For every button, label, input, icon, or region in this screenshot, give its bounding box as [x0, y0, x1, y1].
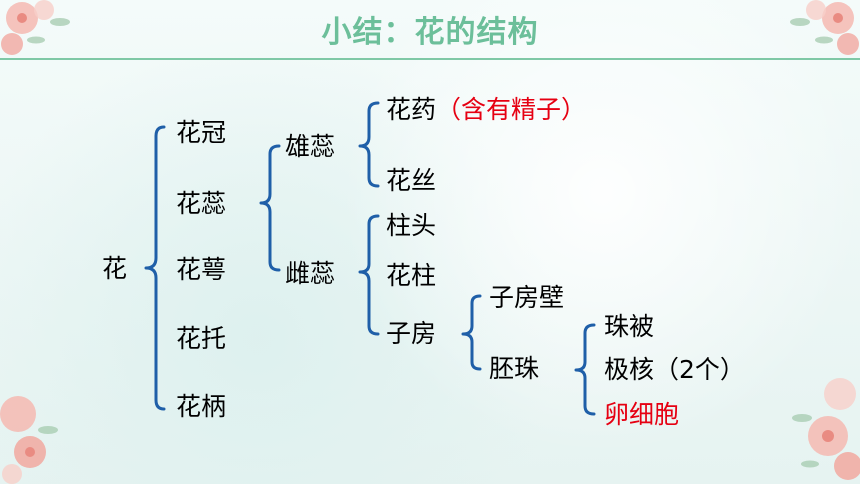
bracket-xiongrui	[358, 101, 380, 188]
bracket-zifang	[461, 294, 482, 371]
node-cirui: 雌蕊	[285, 259, 336, 288]
node-huabing: 花柄	[176, 392, 227, 421]
node-zifangbi: 子房壁	[489, 283, 565, 312]
bracket-cirui	[358, 214, 380, 336]
node-zhubei: 珠被	[604, 312, 655, 341]
node-hua: 花	[102, 254, 128, 283]
flower-corner-icon	[790, 0, 859, 55]
node-huayao-label: 花药	[386, 95, 437, 124]
node-huayao: 花药（含有精子）	[386, 97, 586, 122]
node-zifang: 子房	[386, 319, 437, 348]
node-huasi: 花丝	[386, 166, 437, 195]
flower-corner-icon	[792, 378, 860, 480]
node-jihe: 极核（2个）	[604, 355, 745, 384]
node-huae: 花萼	[176, 255, 227, 284]
title-bar: 小结：花的结构	[0, 0, 860, 58]
node-peizhu: 胚珠	[489, 354, 540, 383]
node-huarui: 花蕊	[176, 189, 227, 218]
flower-corner-icon	[0, 396, 58, 484]
title-divider	[0, 58, 860, 60]
node-zhutou: 柱头	[386, 211, 437, 240]
bracket-hua	[144, 125, 166, 411]
node-huatuo: 花托	[176, 324, 227, 353]
node-huaguan: 花冠	[176, 118, 227, 147]
bracket-peizhu	[574, 323, 596, 416]
node-huazhu: 花柱	[386, 261, 437, 290]
bracket-huarui	[259, 144, 281, 272]
page-title: 小结：花的结构	[321, 15, 539, 50]
node-xiongrui: 雄蕊	[285, 132, 336, 161]
flower-corner-icon	[1, 0, 70, 55]
node-huayao-note: （含有精子）	[436, 95, 587, 124]
node-luanxibao: 卵细胞	[604, 400, 680, 429]
